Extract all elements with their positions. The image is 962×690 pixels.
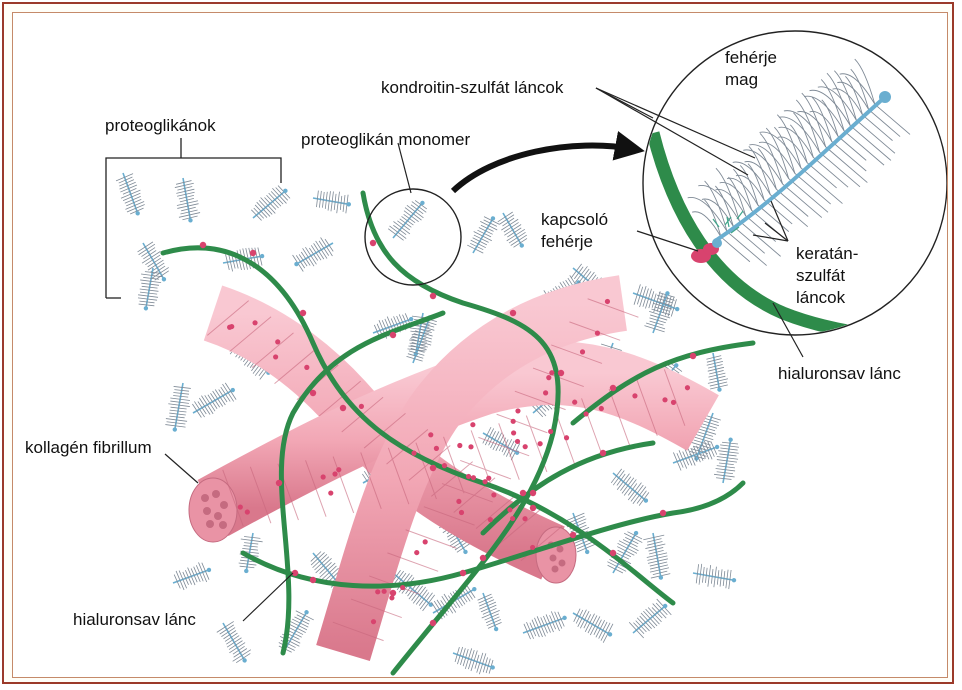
proteoglycan-monomer	[568, 604, 618, 645]
proteoglycan-monomer	[385, 195, 432, 245]
proteoglycan-monomer	[519, 607, 570, 643]
proteoglycan-monomer	[289, 234, 338, 275]
zoom-inset	[643, 31, 947, 335]
collagen-fibril-end	[189, 478, 237, 542]
proteoglycan-monomer	[691, 562, 738, 591]
label-collagen-fibril: kollagén fibrillum	[25, 438, 152, 457]
proteoglycan-monomer	[643, 288, 679, 337]
proteoglycan-monomer	[464, 211, 503, 258]
monomer-highlight-circle	[365, 189, 461, 285]
label-keratan-1: keratán-	[796, 244, 858, 263]
proteoglycan-monomer	[235, 531, 264, 575]
proteoglycan-monomer	[164, 381, 194, 433]
proteoglycan-monomer	[274, 605, 317, 658]
proteoglycan-monomer	[169, 559, 214, 593]
label-core-protein-1: fehérje	[725, 48, 777, 67]
label-hyaluronan-right: hialuronsav lánc	[778, 364, 901, 383]
proteoglycan-monomer	[135, 266, 164, 312]
proteoglycan-monomer	[629, 283, 683, 320]
figure-panel: proteoglikánok proteoglikán monomer kond…	[12, 12, 948, 678]
label-link-protein-1: kapcsoló	[541, 210, 608, 229]
label-link-protein-2: fehérje	[541, 232, 593, 251]
proteoglycan-monomer	[172, 176, 201, 224]
label-proteoglycan-monomer: proteoglikán monomer	[301, 130, 470, 149]
label-keratan-3: láncok	[796, 288, 846, 307]
label-keratan-2: szulfát	[796, 266, 845, 285]
proteoglycan-monomer	[626, 596, 674, 641]
label-chondroitin-chains: kondroitin-szulfát láncok	[381, 78, 564, 97]
proteoglycan-monomer	[642, 531, 671, 581]
proteoglycan-monomer	[449, 643, 498, 678]
label-proteoglycans: proteoglikánok	[105, 116, 216, 135]
proteoglycan-monomer	[712, 436, 741, 485]
proteoglycan-monomer	[246, 181, 294, 226]
proteoglycan-monomer	[214, 618, 255, 668]
proteoglycan-monomer	[113, 169, 148, 219]
proteoglycan-monomer	[474, 590, 506, 635]
proteoglycan-monomer	[134, 238, 175, 287]
figure-frame: proteoglikánok proteoglikán monomer kond…	[2, 2, 954, 684]
proteoglycan-monomer	[188, 380, 241, 423]
proteoglycan-monomer	[311, 187, 353, 215]
label-hyaluronan-left: hialuronsav lánc	[73, 610, 196, 629]
collagen-fibrils	[189, 299, 703, 653]
proteoglycan-monomer	[703, 351, 730, 393]
proteoglycan-monomer	[606, 465, 655, 511]
proteoglycan-monomer	[494, 208, 532, 253]
zoom-arrow	[453, 145, 633, 191]
extracellular-matrix-diagram: proteoglikánok proteoglikán monomer kond…	[13, 13, 948, 678]
proteoglycan-bracket	[106, 138, 281, 298]
label-core-protein-2: mag	[725, 70, 758, 89]
